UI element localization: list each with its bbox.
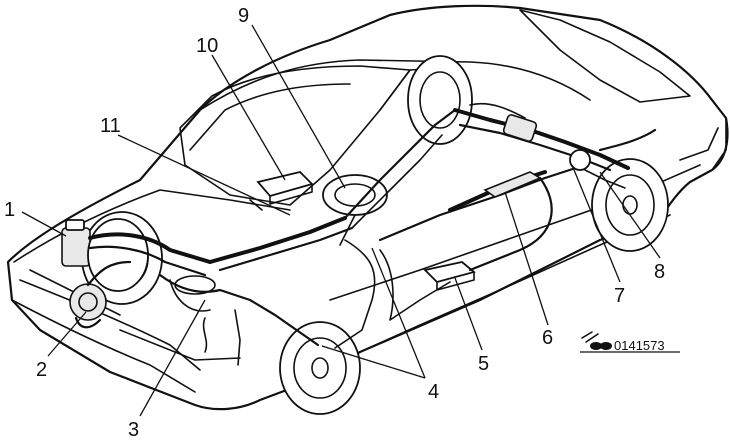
- callout-3: 3: [128, 419, 139, 441]
- rear-right-brake-pipe: [598, 128, 657, 152]
- callout-4: 4: [428, 381, 439, 403]
- taillight: [679, 127, 719, 161]
- callout-6: 6: [542, 327, 553, 349]
- leader-3: [139, 299, 206, 417]
- rear-right-wheel: [591, 158, 669, 252]
- deceleration-sensor-side: [436, 271, 475, 291]
- rear-window: [519, 9, 691, 103]
- rear-bumper: [689, 117, 727, 183]
- brake-pipe-bundle-a: [88, 232, 212, 264]
- callout-11: 11: [100, 115, 121, 137]
- rear-differential: [502, 114, 538, 142]
- reference-mark: 0141573: [580, 331, 680, 353]
- front-bumper-lower: [11, 299, 196, 393]
- rear-left-brake-pipe: [469, 102, 526, 119]
- leader-6: [504, 191, 549, 326]
- abs-modulator-center: [78, 292, 98, 312]
- wheels: [81, 55, 669, 415]
- camera-dot-a: [590, 342, 602, 350]
- leader-9: [251, 24, 346, 189]
- brake-pipe-bundle-c: [86, 260, 132, 287]
- brake-pipe-loop: [74, 316, 102, 329]
- abs-control-bracket: [249, 199, 263, 211]
- arrow-feathers: [581, 331, 599, 343]
- left-rear-line-b: [351, 134, 443, 229]
- steering-link: [202, 317, 208, 353]
- front-brake-hose: [169, 279, 211, 312]
- brake-pipe-bundle-b: [88, 245, 207, 277]
- leader-10: [211, 54, 286, 181]
- leader-4b: [371, 247, 426, 379]
- callout-1: 1: [4, 199, 15, 221]
- rear-left-wheel-rim: [419, 71, 461, 129]
- main-harness-front: [208, 216, 347, 264]
- front-right-wheel: [279, 321, 361, 415]
- center-to-rear-line: [378, 163, 587, 242]
- reference-code: 0141573: [614, 338, 665, 353]
- rear-left-wheel: [407, 55, 473, 145]
- leader-1: [21, 211, 67, 237]
- leader-2: [47, 311, 87, 357]
- headlight-line: [119, 329, 241, 361]
- brake-reservoir: [61, 227, 91, 267]
- camera-arrow-icon: [581, 331, 612, 350]
- leader-7: [571, 164, 621, 283]
- rear-right-wheel-rim: [605, 174, 655, 236]
- leader-5: [454, 277, 483, 351]
- callout-9: 9: [238, 5, 249, 27]
- leader-lines: [21, 24, 661, 417]
- rear-axle: [453, 102, 657, 189]
- camera-dot-b: [600, 342, 612, 350]
- front-right-hub: [311, 357, 329, 379]
- callout-7: 7: [614, 285, 625, 307]
- callout-2: 2: [36, 359, 47, 381]
- callout-labels: 1 2 3 4 5 6 7 8 9 10 11: [4, 5, 665, 441]
- left-rear-line: [343, 108, 457, 220]
- main-harness-front-b: [218, 226, 354, 272]
- roof-line: [199, 59, 591, 111]
- reservoir-cap: [65, 219, 85, 231]
- front-strut-line: [234, 309, 241, 366]
- front-brake-line: [158, 273, 320, 347]
- front-sensor-wire: [334, 239, 376, 349]
- callout-5: 5: [478, 353, 489, 375]
- front-right-wheel-rim: [293, 337, 347, 399]
- windshield-inner: [189, 83, 351, 151]
- callout-8: 8: [654, 261, 665, 283]
- brake-booster: [87, 218, 149, 292]
- engine-bay: [61, 218, 320, 366]
- rear-axle-beam: [453, 108, 630, 170]
- leader-8: [599, 171, 661, 259]
- windshield: [179, 65, 411, 206]
- car-body: [6, 4, 729, 411]
- front-crossmember: [174, 275, 216, 295]
- leader-11: [117, 134, 291, 216]
- callout-10: 10: [196, 35, 218, 57]
- rear-brake-regulator: [569, 149, 591, 171]
- steering-wheel: [322, 174, 388, 216]
- cabin-components: [208, 108, 587, 349]
- hood-edge: [13, 189, 291, 263]
- abs-control-unit-side: [269, 183, 313, 205]
- parking-brake-equalizer: [483, 171, 542, 198]
- abs-modulator: [69, 283, 107, 321]
- leader-4a: [321, 345, 426, 379]
- sensor-wire-loop: [379, 249, 451, 321]
